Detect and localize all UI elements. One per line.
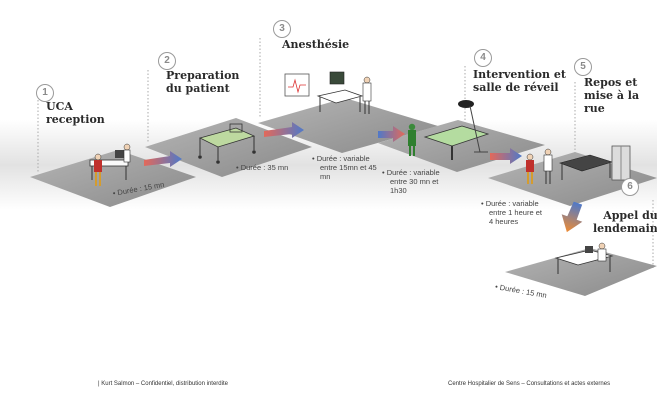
platform-next-day-call [505,248,657,296]
arrow-5-to-6 [561,201,583,233]
step-4-duration: • Durée : variable entre 30 mn et 1h30 [382,168,440,195]
anesthesia-scene [284,71,372,114]
step-2-number: 2 [158,52,176,70]
footer-right: Centre Hospitalier de Sens – Consultatio… [448,381,611,387]
step-6-number: 6 [621,178,639,196]
arrow-1-to-2 [144,151,182,167]
call-desk-scene [554,242,614,274]
step-2-duration: • Durée : 35 mn [236,163,289,172]
arrow-2-to-3 [264,122,304,138]
arrow-4-to-5 [490,148,522,164]
arrow-3-to-4 [378,126,405,142]
leader-lines [37,38,654,268]
step-5-duration: • Durée : variable entre 1 heure et 4 he… [481,199,542,226]
step-1-number: 1 [36,84,54,102]
rest-area-scene [526,145,631,184]
reception-scene [89,143,131,186]
bed-scene [198,123,256,164]
step-5-number: 5 [574,58,592,76]
step-3-title: Anesthésie [282,38,350,51]
operating-room-scene [408,100,490,160]
step-4-number: 4 [474,49,492,67]
footer-left: | Kurt Salmon – Confidentiel, distributi… [98,381,228,387]
step-3-number: 3 [273,20,291,38]
platform-intervention [378,120,545,172]
platform-anesthesia [258,98,438,153]
step-3-duration: • Durée : variable entre 15mn et 45 mn [312,154,377,181]
